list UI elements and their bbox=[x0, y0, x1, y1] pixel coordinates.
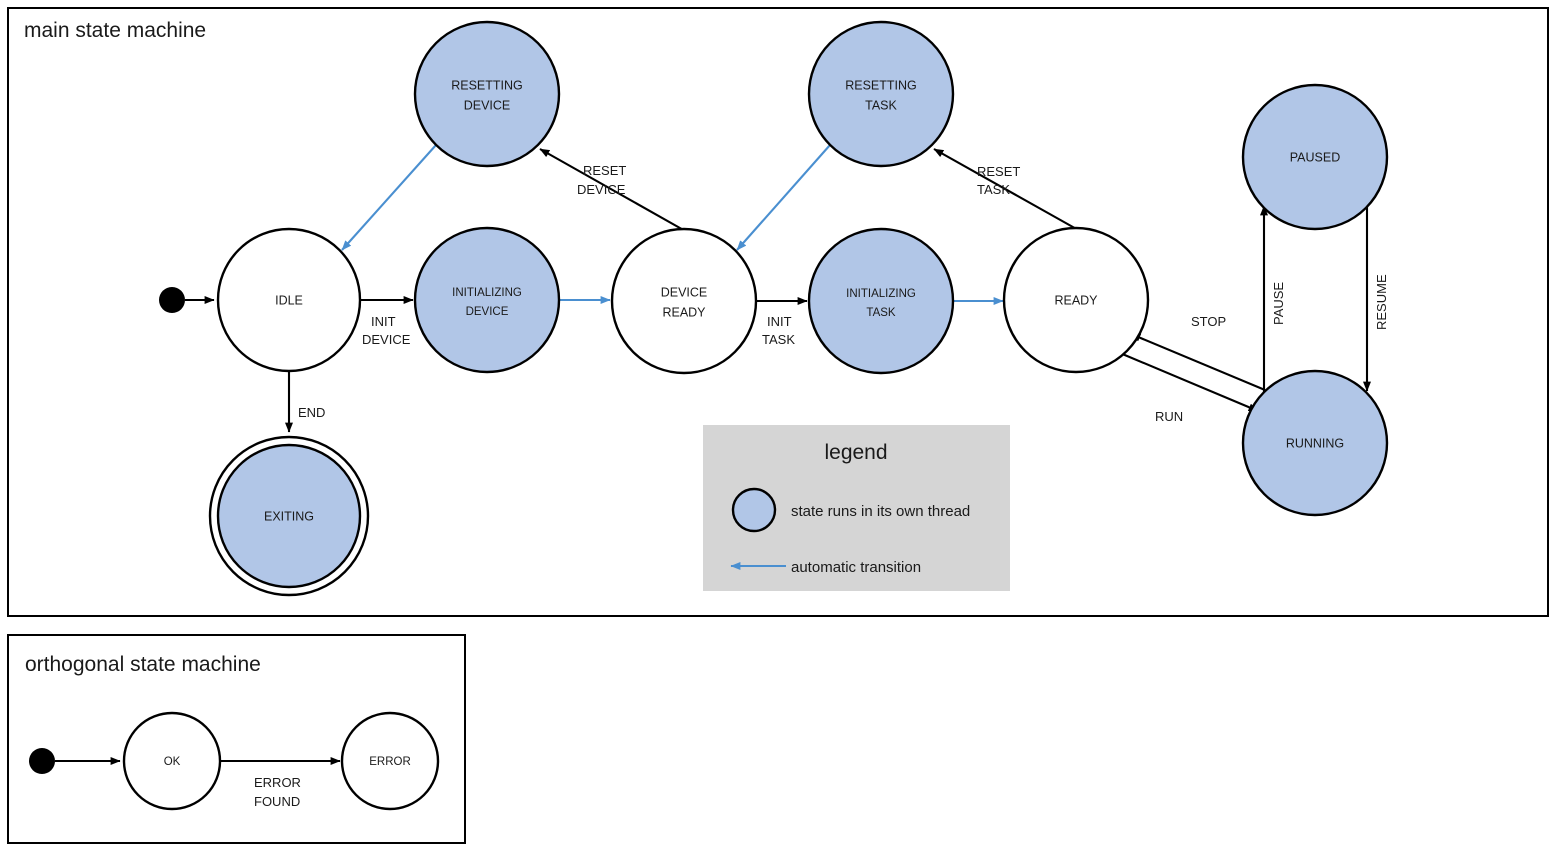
transition-device-ready-to-initializing-task: INIT TASK bbox=[757, 297, 808, 347]
main-state-machine-frame bbox=[7, 7, 1549, 617]
transition-resetting-task-to-device-ready bbox=[736, 144, 831, 251]
state-node-initializing-device[interactable]: INITIALIZING DEVICE bbox=[413, 226, 561, 374]
state-label-device-ready-line1: DEVICE bbox=[661, 285, 708, 299]
orthogonal-frame-title: orthogonal state machine bbox=[25, 653, 261, 676]
state-label-idle: IDLE bbox=[275, 293, 303, 307]
transition-paused-to-running: RESUME bbox=[1363, 206, 1389, 392]
state-label-initializing-device-line1: INITIALIZING bbox=[452, 287, 522, 299]
start-node-main bbox=[159, 287, 185, 313]
legend-thread-state-label: state runs in its own thread bbox=[791, 503, 970, 520]
edge-label-init-device-line1: INIT bbox=[371, 314, 396, 329]
state-node-ok[interactable]: OK bbox=[122, 711, 222, 811]
transition-ready-to-running: RUN bbox=[1119, 352, 1259, 424]
state-label-resetting-task-line2: TASK bbox=[865, 98, 897, 112]
transition-resetting-device-to-idle bbox=[341, 144, 437, 251]
state-node-ready[interactable]: READY bbox=[1002, 226, 1150, 374]
edge-label-end: END bbox=[298, 405, 325, 420]
state-node-resetting-device[interactable]: RESETTING DEVICE bbox=[413, 20, 561, 168]
orthogonal-state-machine-frame bbox=[7, 634, 466, 844]
state-node-running[interactable]: RUNNING bbox=[1241, 369, 1389, 517]
state-label-error: ERROR bbox=[369, 756, 411, 768]
legend-item-auto-transition: automatic transition bbox=[730, 559, 921, 576]
transition-ok-to-error: ERROR FOUND bbox=[221, 757, 341, 809]
start-node-orthogonal bbox=[29, 748, 55, 774]
main-frame-title: main state machine bbox=[24, 19, 206, 42]
state-label-paused: PAUSED bbox=[1290, 150, 1340, 164]
legend-auto-transition-label: automatic transition bbox=[791, 559, 921, 576]
transition-running-to-paused: PAUSE bbox=[1260, 205, 1286, 396]
state-label-resetting-device-line1: RESETTING bbox=[451, 78, 523, 92]
state-node-device-ready[interactable]: DEVICE READY bbox=[610, 227, 758, 375]
transition-ready-to-resetting-task: RESET TASK bbox=[933, 148, 1081, 232]
edge-label-reset-task-line1: RESET bbox=[977, 164, 1020, 179]
transition-running-to-ready: STOP bbox=[1130, 314, 1266, 391]
state-label-initializing-task-line2: TASK bbox=[866, 307, 896, 319]
state-label-resetting-device-line2: DEVICE bbox=[464, 98, 511, 112]
state-label-exiting: EXITING bbox=[264, 509, 314, 523]
state-label-running: RUNNING bbox=[1286, 436, 1344, 450]
edge-label-stop: STOP bbox=[1191, 314, 1226, 329]
state-node-initializing-task[interactable]: INITIALIZING TASK bbox=[807, 227, 955, 375]
edge-label-resume: RESUME bbox=[1374, 274, 1389, 330]
state-label-resetting-task-line1: RESETTING bbox=[845, 78, 917, 92]
state-node-resetting-task[interactable]: RESETTING TASK bbox=[807, 20, 955, 168]
edge-label-reset-device-line2: DEVICE bbox=[577, 182, 626, 197]
state-node-paused[interactable]: PAUSED bbox=[1241, 83, 1389, 231]
edge-label-init-device-line2: DEVICE bbox=[362, 332, 411, 347]
state-node-exiting[interactable]: EXITING bbox=[208, 435, 370, 597]
legend-box: legend state runs in its own thread auto… bbox=[703, 425, 1010, 591]
edge-label-pause: PAUSE bbox=[1271, 282, 1286, 325]
state-node-error[interactable]: ERROR bbox=[340, 711, 440, 811]
state-label-ready: READY bbox=[1054, 293, 1098, 307]
state-node-idle[interactable]: IDLE bbox=[216, 227, 362, 373]
state-label-device-ready-line2: READY bbox=[662, 305, 706, 319]
edge-label-init-task-line2: TASK bbox=[762, 332, 795, 347]
legend-item-thread-state: state runs in its own thread bbox=[731, 487, 970, 533]
edge-label-init-task-line1: INIT bbox=[767, 314, 792, 329]
transition-device-ready-to-resetting-device: RESET DEVICE bbox=[539, 148, 688, 233]
edge-label-reset-device-line1: RESET bbox=[583, 163, 626, 178]
state-label-ok: OK bbox=[164, 756, 181, 768]
transition-idle-to-initializing-device: INIT DEVICE bbox=[361, 296, 414, 347]
edge-label-error-found-line1: ERROR bbox=[254, 775, 301, 790]
state-label-initializing-device-line2: DEVICE bbox=[466, 306, 509, 318]
transition-idle-to-exiting: END bbox=[285, 371, 325, 433]
edge-label-run: RUN bbox=[1155, 409, 1183, 424]
edge-label-error-found-line2: FOUND bbox=[254, 794, 300, 809]
legend-title: legend bbox=[824, 441, 887, 464]
state-label-initializing-task-line1: INITIALIZING bbox=[846, 288, 916, 300]
edge-label-reset-task-line2: TASK bbox=[977, 182, 1010, 197]
legend-thread-circle-icon bbox=[731, 487, 777, 533]
